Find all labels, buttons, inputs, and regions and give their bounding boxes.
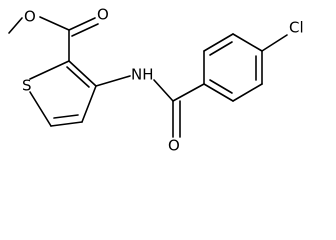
atom-amide-o: O xyxy=(168,137,180,155)
atom-ester-o-single: O xyxy=(24,8,36,26)
bond-o-carbonyl xyxy=(39,16,70,31)
bond-carbonyl-o-double-a xyxy=(68,17,96,31)
bond-c3-c2 xyxy=(68,60,97,87)
bond-c2-s xyxy=(29,60,70,80)
bond-ring-inner-a xyxy=(209,41,233,56)
bond-ring-c6-c1 xyxy=(203,83,234,102)
bond-c3-n xyxy=(95,75,131,87)
bond-amide-ring xyxy=(172,83,205,102)
bond-c3-c2-inner xyxy=(66,66,90,88)
bond-c5-c4-inner xyxy=(53,114,79,119)
bond-methyl-o xyxy=(8,17,23,34)
bond-s-c5 xyxy=(29,91,52,127)
bond-ring-c3-c4 xyxy=(232,33,263,52)
atom-nh: NH xyxy=(131,66,154,84)
atom-chlorine: Cl xyxy=(289,19,304,37)
bond-n-c-amide xyxy=(153,79,174,102)
bond-ring-c2-c3 xyxy=(203,33,234,52)
atom-ester-o-double: O xyxy=(97,6,109,24)
bond-carbonyl-o-double-b xyxy=(71,23,99,37)
bond-c5-c4 xyxy=(50,121,83,127)
bond-ring-c5-c6 xyxy=(232,83,263,102)
atom-labels: O O S NH O Cl xyxy=(22,6,304,155)
atom-sulfur: S xyxy=(22,77,32,95)
bond-ring-inner-c xyxy=(209,79,233,94)
bond-ring-cl xyxy=(261,34,288,52)
bonds xyxy=(8,16,288,138)
chemical-structure-diagram: O O S NH O Cl xyxy=(8,6,304,155)
bond-c4-c3 xyxy=(81,85,97,123)
